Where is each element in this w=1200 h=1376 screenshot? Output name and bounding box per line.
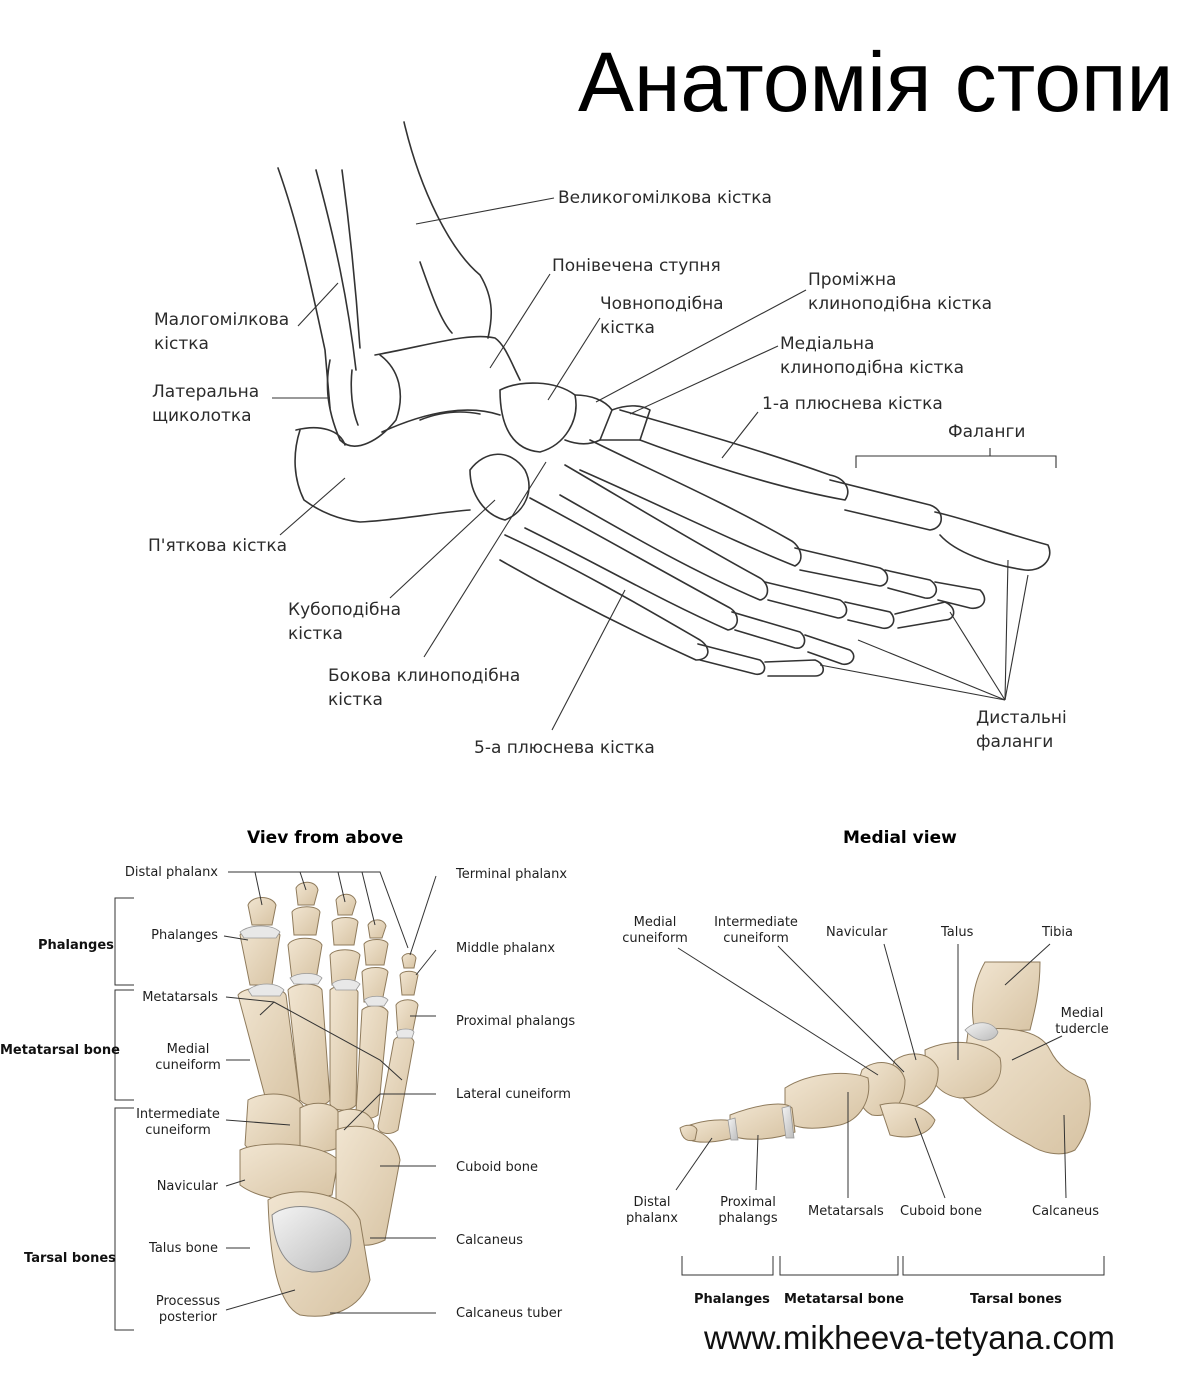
label-fifth-metatarsal: 5-а плюснева кістка [474, 738, 655, 758]
medial-view-leaders [675, 943, 1105, 1276]
medial-view-foot [679, 961, 1091, 1155]
label-cuboid-1: Кубоподібна [288, 600, 402, 620]
mv-label-medial-cuneiform-1: Medial [633, 915, 677, 930]
label-fibula-1: Малогомілкова [154, 310, 290, 330]
mv-label-distal-phalanx-1: Distal [633, 1195, 671, 1210]
va-label-phalanges: Phalanges [151, 928, 218, 943]
va-label-intermediate-cuneiform-1: Intermediate [136, 1107, 220, 1122]
mv-label-distal-phalanx-2: phalanx [626, 1211, 678, 1226]
view-above-heading: Viev from above [247, 828, 404, 848]
label-phalanges: Фаланги [948, 422, 1026, 442]
va-group-metatarsal: Metatarsal bone [0, 1043, 120, 1058]
mv-label-talus: Talus [941, 925, 974, 940]
label-medial-cuneiform-2: клиноподібна кістка [780, 358, 965, 378]
mv-label-medial-tubercle-2: tudercle [1055, 1022, 1109, 1037]
va-label-navicular: Navicular [156, 1179, 218, 1194]
va-label-metatarsals: Metatarsals [142, 990, 218, 1005]
va-label-terminal-phalanx: Terminal phalanx [456, 867, 568, 882]
mv-label-tibia: Tibia [1042, 925, 1073, 940]
medial-view-heading: Medial view [843, 828, 957, 848]
mv-group-tarsal: Tarsal bones [970, 1292, 1062, 1307]
va-label-lateral-cuneiform: Lateral cuneiform [456, 1087, 571, 1102]
mv-label-proximal-phalangs-1: Proximal [720, 1195, 776, 1210]
va-label-processus-posterior-1: Processus [155, 1294, 221, 1309]
mv-label-cuboid-bone: Cuboid bone [900, 1204, 982, 1219]
mv-label-intermediate-cuneiform-2: cuneiform [723, 931, 789, 946]
va-label-talus-bone: Talus bone [149, 1241, 218, 1256]
mv-label-proximal-phalangs-2: phalangs [718, 1211, 778, 1226]
medial-view-cartilage [727, 1022, 999, 1141]
view-above-leaders [114, 871, 437, 1331]
va-label-processus-posterior-2: posterior [158, 1310, 218, 1325]
mv-label-medial-cuneiform-2: cuneiform [622, 931, 688, 946]
va-label-calcaneus-tuber: Calcaneus tuber [456, 1306, 563, 1321]
label-fibula-2: кістка [154, 334, 209, 354]
website-link[interactable]: www.mikheeva-tetyana.com [704, 1319, 1115, 1356]
mv-group-metatarsal: Metatarsal bone [784, 1292, 904, 1307]
label-lateral-cuneiform-2: кістка [328, 690, 383, 710]
mv-label-medial-tubercle-1: Medial [1060, 1006, 1104, 1021]
label-first-metatarsal: 1-а плюснева кістка [762, 394, 943, 414]
view-above-talus-cartilage [271, 1206, 352, 1273]
view-above-joint-cartilage [239, 925, 415, 1039]
label-navicular-1: Човноподібна [600, 294, 724, 314]
va-group-tarsal: Tarsal bones [24, 1251, 116, 1266]
mv-label-intermediate-cuneiform-1: Intermediate [714, 915, 798, 930]
label-calcaneus: П'яткова кістка [148, 536, 288, 556]
mv-label-navicular: Navicular [826, 925, 888, 940]
va-label-proximal-phalangs: Proximal phalangs [456, 1014, 576, 1029]
label-intermediate-cuneiform-2: клиноподібна кістка [808, 294, 993, 314]
va-group-phalanges: Phalanges [38, 938, 114, 953]
va-label-intermediate-cuneiform-2: cuneiform [145, 1123, 211, 1138]
label-cuboid-2: кістка [288, 624, 343, 644]
mv-label-calcaneus: Calcaneus [1032, 1204, 1100, 1219]
va-label-cuboid-bone: Cuboid bone [456, 1160, 538, 1175]
mv-label-metatarsals: Metatarsals [808, 1204, 884, 1219]
va-label-calcaneus: Calcaneus [456, 1233, 524, 1248]
label-lateral-cuneiform-1: Бокова клиноподібна [328, 666, 521, 686]
va-label-medial-cuneiform-1: Medial [166, 1042, 210, 1057]
top-foot-line-drawing [277, 121, 1051, 677]
label-intermediate-cuneiform-1: Проміжна [808, 270, 897, 290]
label-talus: Понівечена ступня [552, 256, 721, 276]
va-label-medial-cuneiform-2: cuneiform [155, 1058, 221, 1073]
mv-group-phalanges: Phalanges [694, 1292, 770, 1307]
label-tibia: Великогомілкова кістка [558, 188, 772, 208]
label-lateral-malleolus-1: Латеральна [152, 382, 260, 402]
va-label-middle-phalanx: Middle phalanx [456, 941, 556, 956]
top-foot-leaders [272, 197, 1057, 731]
label-navicular-2: кістка [600, 318, 655, 338]
label-lateral-malleolus-2: щиколотка [152, 406, 252, 426]
label-distal-phalanges-1: Дистальні [976, 708, 1067, 728]
label-medial-cuneiform-1: Медіальна [780, 334, 875, 354]
va-label-distal-phalanx: Distal phalanx [124, 865, 218, 880]
page-title: Анатомія стопи [578, 35, 1174, 129]
label-distal-phalanges-2: фаланги [976, 732, 1054, 752]
